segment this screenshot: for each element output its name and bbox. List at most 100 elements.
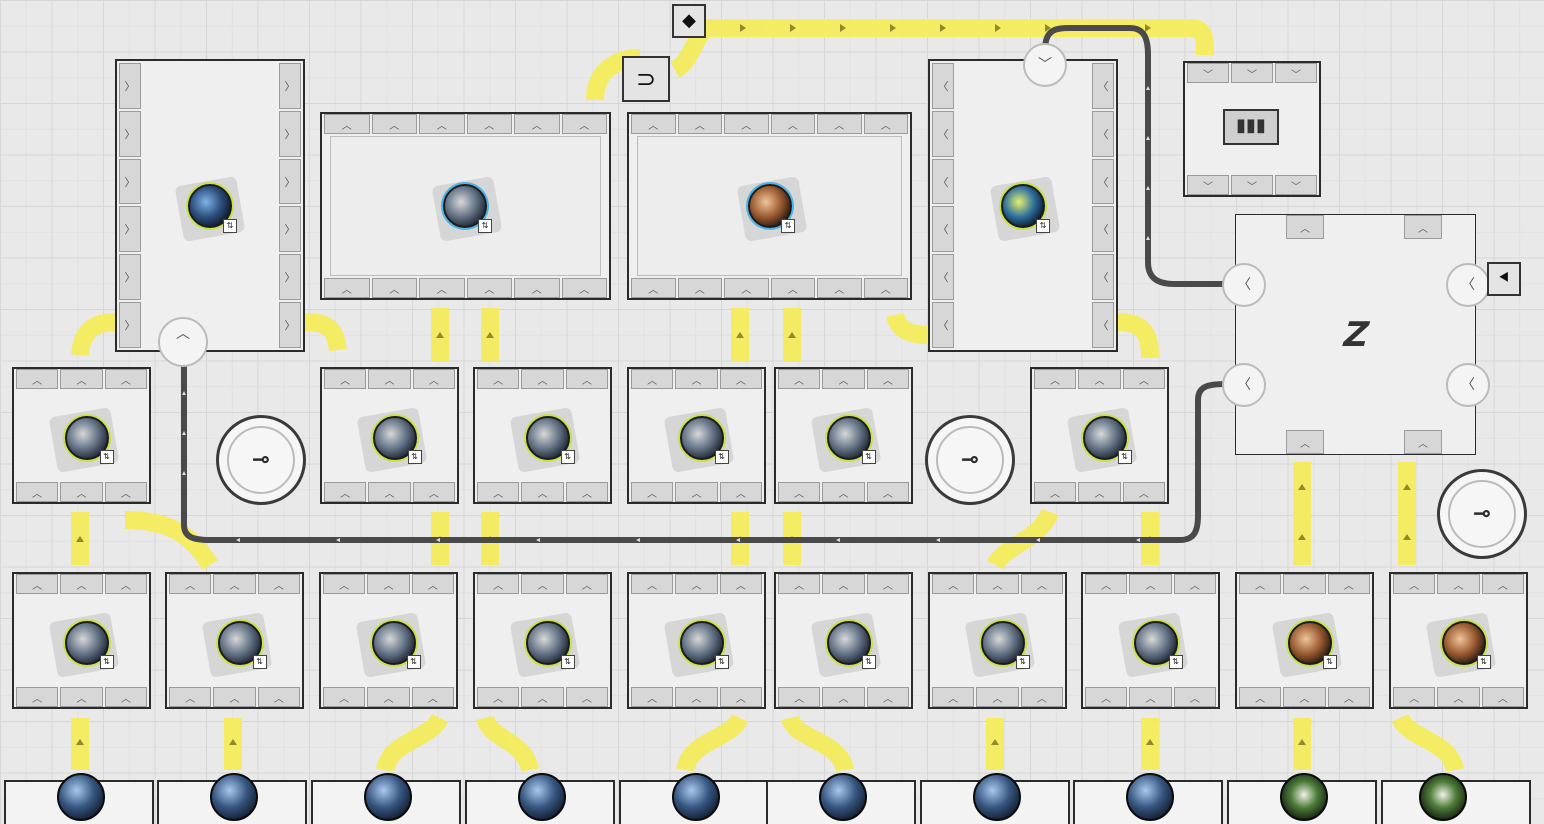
output-slot[interactable]: ︿ [521,482,564,502]
output-slot[interactable]: ︿ [514,278,560,298]
input-slot[interactable]: 〈 [1092,63,1114,109]
input-slot[interactable]: ︿ [1122,369,1165,389]
crusher-5[interactable]: ︿︿︿︿︿︿⇅ [627,572,766,709]
input-slot[interactable]: ︿ [60,574,103,594]
input-slot[interactable]: ︿ [822,574,865,594]
swap-recipe-icon[interactable]: ⇅ [560,449,575,464]
output-slot[interactable]: ︿ [1122,482,1165,502]
output-slot[interactable]: ︿ [1437,687,1480,707]
output-slot[interactable]: ︿ [677,278,722,298]
input-slot[interactable]: ︿ [1085,574,1128,594]
input-slot[interactable]: ︿ [367,574,410,594]
hub-slot[interactable]: ︿ [1404,215,1442,239]
hub-rail-port[interactable]: 〈 [1222,363,1266,407]
input-slot[interactable]: ︿ [932,574,975,594]
input-slot[interactable]: ︿ [16,574,59,594]
balancer-icon[interactable]: ⯇ [1487,262,1521,296]
output-slot[interactable]: ︿ [1020,687,1063,707]
input-slot[interactable]: ︿ [371,114,417,134]
input-slot[interactable]: ︿ [1034,369,1077,389]
crusher-9[interactable]: ︿︿︿︿︿︿⇅ [1235,572,1374,709]
output-slot[interactable]: ︿ [1481,687,1524,707]
input-slot[interactable]: ︿ [324,114,370,134]
crusher-7[interactable]: ︿︿︿︿︿︿⇅ [928,572,1067,709]
input-slot[interactable]: ︿ [104,369,147,389]
output-slot[interactable]: ︿ [778,482,821,502]
output-slot[interactable]: ︿ [719,482,762,502]
output-slot[interactable]: ﹀ [1275,175,1317,195]
crystal-icon[interactable] [679,620,724,665]
hub-side-port[interactable]: 〈 [1446,363,1490,407]
input-slot[interactable]: ︿ [60,369,103,389]
fluid-port[interactable]: ⊸ [216,415,306,505]
crusher-4[interactable]: ︿︿︿︿︿︿⇅ [473,572,612,709]
input-slot[interactable]: ︿ [631,369,674,389]
crystal-icon[interactable] [980,620,1025,665]
crystal-icon[interactable] [1082,415,1127,460]
output-slot[interactable]: 〉 [279,158,301,205]
input-slot[interactable]: 〉 [119,158,141,205]
smelter-2[interactable]: ︿︿︿︿︿︿⇅ [320,367,459,504]
hub-side-port[interactable]: 〈 [1446,263,1490,307]
input-slot[interactable]: ﹀ [1231,63,1273,83]
crystal-icon[interactable] [826,415,871,460]
output-slot[interactable]: ︿ [565,482,608,502]
output-slot[interactable]: ︿ [323,687,366,707]
output-slot[interactable]: ︿ [719,687,762,707]
drill-7[interactable] [920,773,1070,824]
input-slot[interactable]: ︿ [1283,574,1326,594]
output-slot[interactable]: ︿ [16,482,59,502]
swap-recipe-icon[interactable]: ⇅ [223,219,237,233]
fluid-port[interactable]: ⊸ [1437,469,1527,559]
crusher-10[interactable]: ︿︿︿︿︿︿⇅ [1389,572,1528,709]
splitter-icon[interactable]: ◆ [672,4,706,38]
swap-recipe-icon[interactable]: ⇅ [1476,654,1491,669]
crusher-8[interactable]: ︿︿︿︿︿︿⇅ [1081,572,1220,709]
swap-recipe-icon[interactable]: ⇅ [252,654,267,669]
swap-recipe-icon[interactable]: ⇅ [1168,654,1183,669]
input-slot[interactable]: ︿ [565,574,608,594]
smelter-3[interactable]: ︿︿︿︿︿︿⇅ [473,367,612,504]
output-slot[interactable]: 〈 [932,110,954,157]
output-slot[interactable]: ︿ [822,687,865,707]
input-slot[interactable]: ︿ [631,114,676,134]
input-slot[interactable]: ︿ [675,369,718,389]
input-slot[interactable]: ︿ [675,574,718,594]
input-slot[interactable]: ﹀ [1187,63,1229,83]
output-slot[interactable]: ︿ [477,482,520,502]
refiner-top-left[interactable]: 〉 〉 〉 〉 〉 〉 〉 〉 〉 〉 〉 〉 ⇅ [115,59,305,352]
output-slot[interactable]: ︿ [169,687,212,707]
input-slot[interactable]: ︿ [631,574,674,594]
tunnel-icon[interactable]: ⊃ [622,56,670,102]
input-slot[interactable]: ︿ [411,574,454,594]
output-slot[interactable]: ︿ [257,687,300,707]
input-slot[interactable]: ︿ [477,369,520,389]
input-slot[interactable]: 〉 [119,63,141,109]
output-slot[interactable]: ︿ [770,278,815,298]
output-slot[interactable]: ︿ [631,482,674,502]
swap-recipe-icon[interactable]: ⇅ [714,449,729,464]
crystal-icon[interactable] [371,620,416,665]
smelter-5[interactable]: ︿︿︿︿︿︿⇅ [774,367,913,504]
crusher-6[interactable]: ︿︿︿︿︿︿⇅ [774,572,913,709]
input-slot[interactable]: ︿ [1481,574,1524,594]
input-slot[interactable]: 〈 [1092,254,1114,301]
input-slot[interactable]: ︿ [976,574,1019,594]
output-slot[interactable]: ︿ [466,278,512,298]
input-slot[interactable]: ︿ [213,574,256,594]
output-slot[interactable]: 〈 [932,302,954,348]
output-slot[interactable]: ︿ [367,687,410,707]
crusher-2[interactable]: ︿︿︿︿︿︿⇅ [165,572,304,709]
input-slot[interactable]: ︿ [104,574,147,594]
smelter-4[interactable]: ︿︿︿︿︿︿⇅ [627,367,766,504]
input-slot[interactable]: ︿ [521,369,564,389]
input-slot[interactable]: ︿ [822,369,865,389]
output-slot[interactable]: ︿ [104,482,147,502]
input-slot[interactable]: ︿ [1437,574,1480,594]
output-slot[interactable]: ︿ [1129,687,1172,707]
output-slot[interactable]: ︿ [477,687,520,707]
input-slot[interactable]: 〉 [119,254,141,301]
input-slot[interactable]: ︿ [719,369,762,389]
input-slot[interactable]: ︿ [1020,574,1063,594]
rail-dock-icon[interactable]: ﹀ [1023,43,1067,87]
